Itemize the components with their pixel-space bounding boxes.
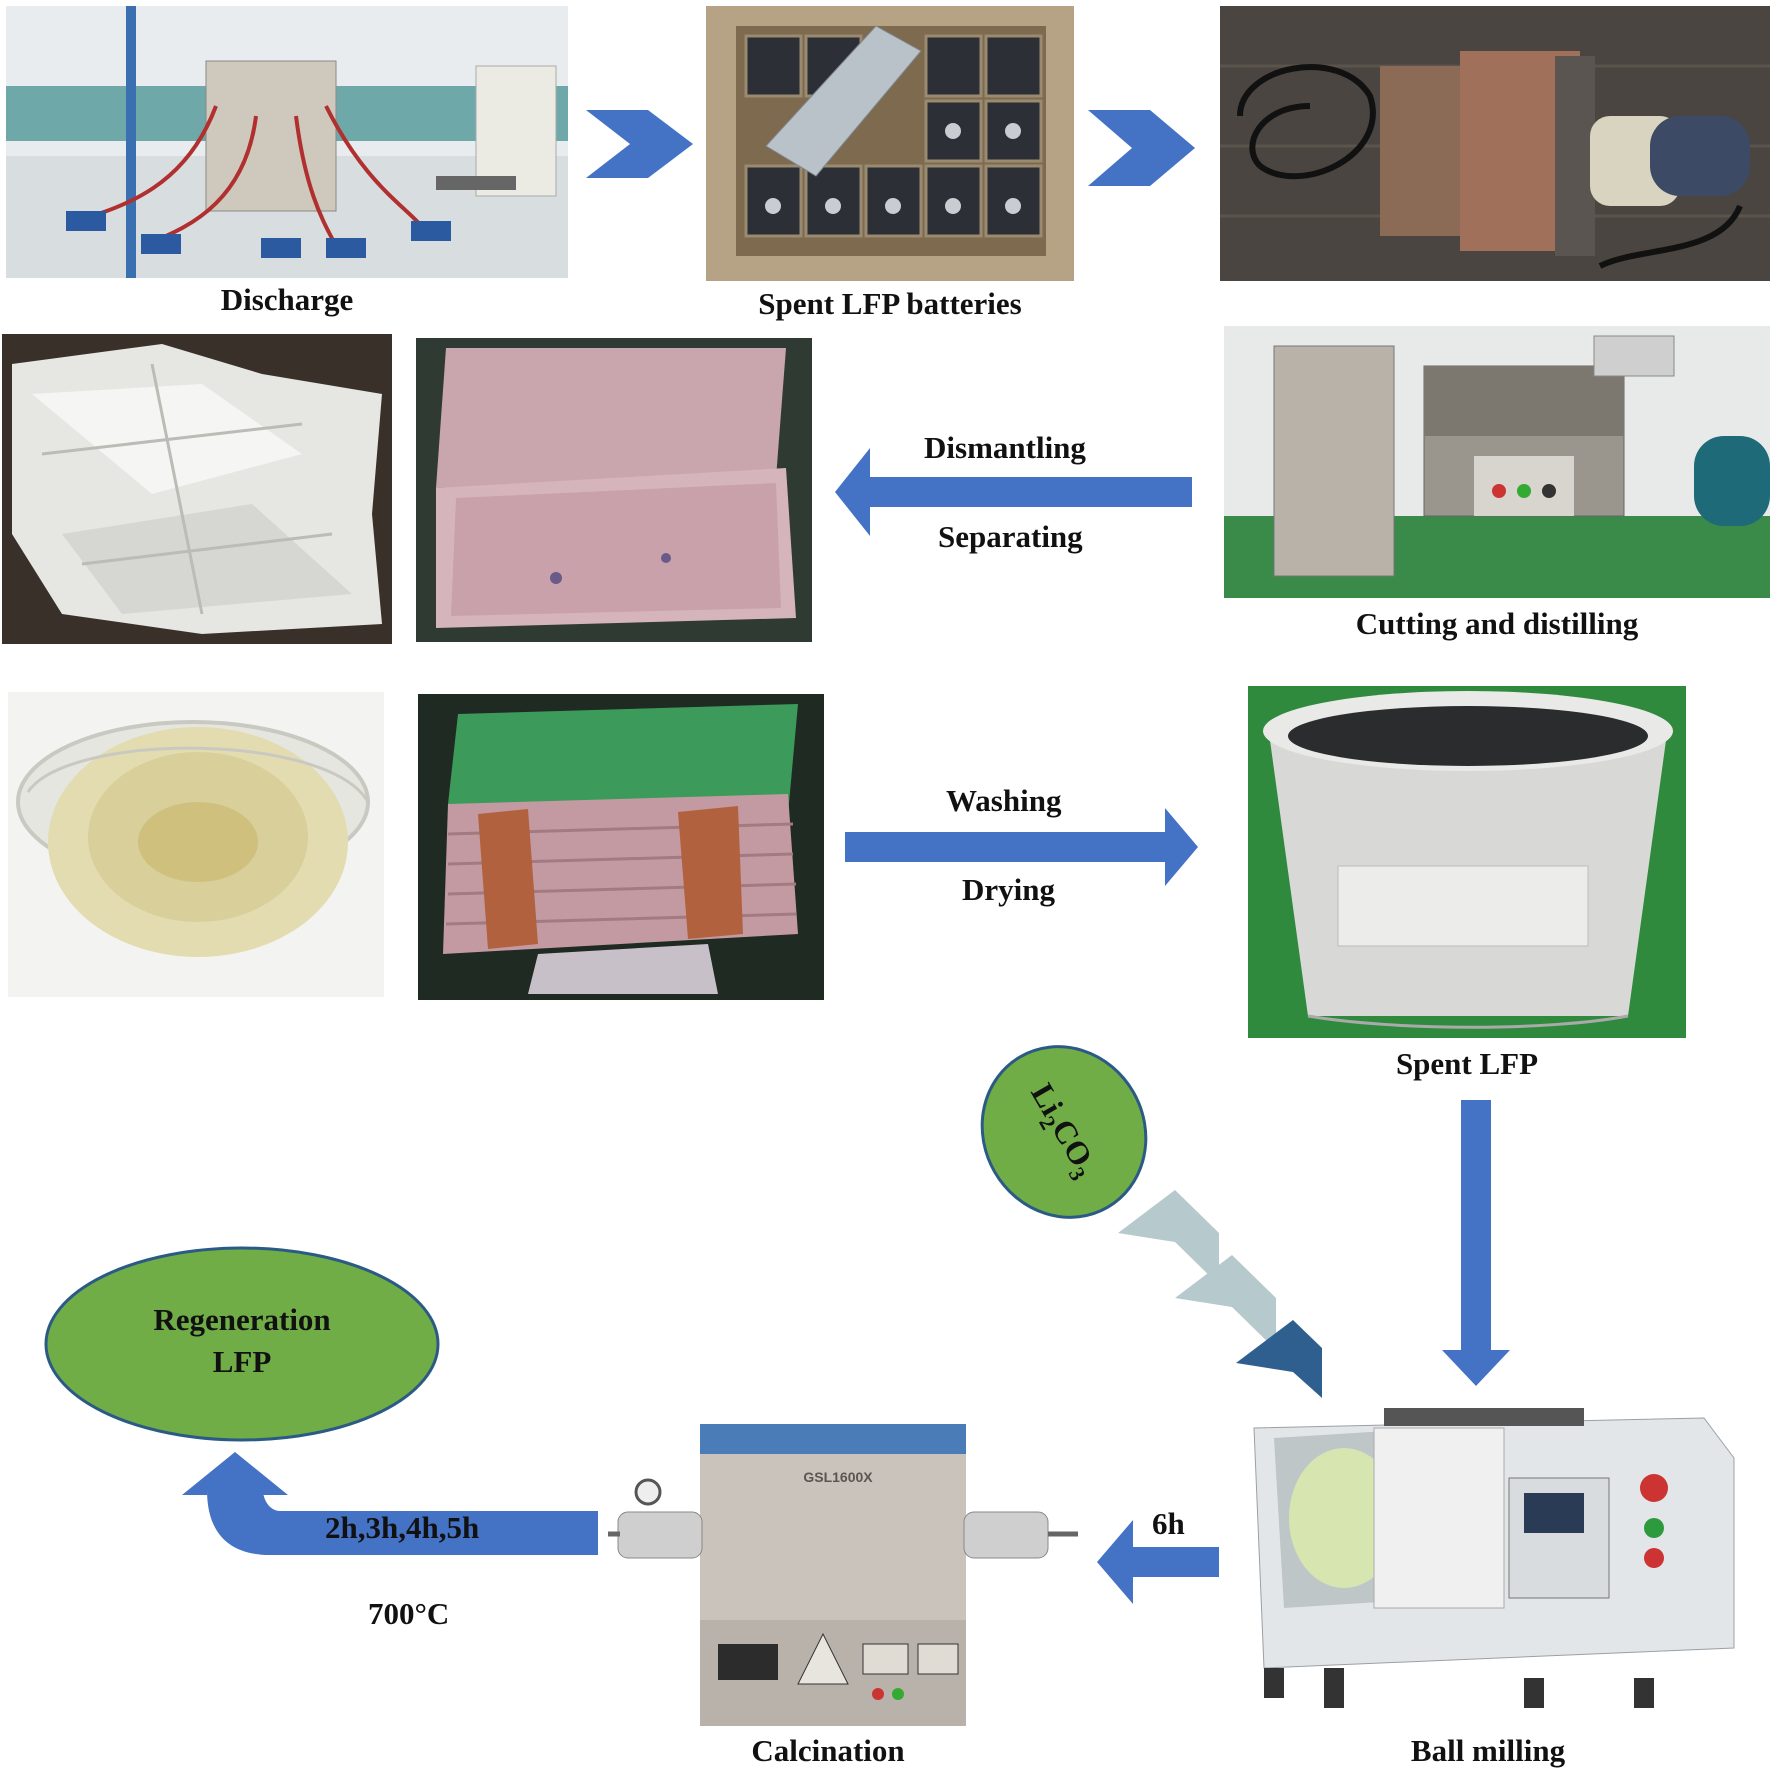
down-arrow bbox=[1442, 1100, 1510, 1386]
milling-time-label: 6h bbox=[1152, 1506, 1185, 1541]
product-line-2: LFP bbox=[213, 1344, 272, 1379]
discharge-photo bbox=[6, 6, 568, 278]
electrolyte-bowl-photo bbox=[8, 692, 384, 997]
spent-lfp-bucket-photo bbox=[1248, 686, 1686, 1038]
calcination-caption: Calcination bbox=[751, 1733, 905, 1768]
calcination-temp-label: 700°C bbox=[368, 1596, 450, 1631]
additive-chevron-2 bbox=[1175, 1255, 1276, 1350]
cutting-machine-photo bbox=[1220, 6, 1770, 281]
spent-lfp-caption: Spent LFP bbox=[1395, 1046, 1539, 1081]
spent-batteries-photo bbox=[706, 6, 1074, 281]
product-ellipse bbox=[44, 1246, 440, 1442]
cutting-caption: Cutting and distilling bbox=[1355, 606, 1639, 641]
furnace-model-label: GSL1600X bbox=[803, 1469, 873, 1485]
dismantling-label: Dismantling bbox=[924, 430, 1086, 465]
aluminum-foil-photo bbox=[416, 338, 812, 642]
distilling-machine-photo bbox=[1224, 326, 1770, 598]
chevron-arrow-1 bbox=[586, 110, 693, 178]
washing-label: Washing bbox=[946, 783, 1062, 818]
milling-to-furnace-arrow bbox=[1097, 1520, 1219, 1604]
additive-chevron-1 bbox=[1118, 1190, 1219, 1285]
calcination-times-label: 2h,3h,4h,5h bbox=[325, 1510, 480, 1545]
ball-mill-photo bbox=[1234, 1398, 1742, 1716]
washing-arrow bbox=[845, 808, 1198, 886]
copper-foil-photo bbox=[418, 694, 824, 1000]
tube-furnace-photo: GSL1600X bbox=[608, 1404, 1086, 1730]
additive-chevron-3 bbox=[1236, 1320, 1322, 1398]
spent-batteries-caption: Spent LFP batteries bbox=[758, 286, 1022, 321]
separator-film-photo bbox=[2, 334, 392, 644]
ball-milling-caption: Ball milling bbox=[1410, 1733, 1566, 1768]
chevron-arrow-2 bbox=[1088, 110, 1195, 186]
product-line-1: Regeneration bbox=[153, 1302, 330, 1337]
discharge-caption: Discharge bbox=[220, 282, 354, 317]
bent-arrow-shape bbox=[182, 1452, 598, 1555]
additive-ellipse bbox=[980, 1045, 1148, 1219]
dismantling-arrow bbox=[835, 448, 1192, 536]
separating-label: Separating bbox=[938, 519, 1083, 554]
drying-label: Drying bbox=[962, 872, 1055, 907]
